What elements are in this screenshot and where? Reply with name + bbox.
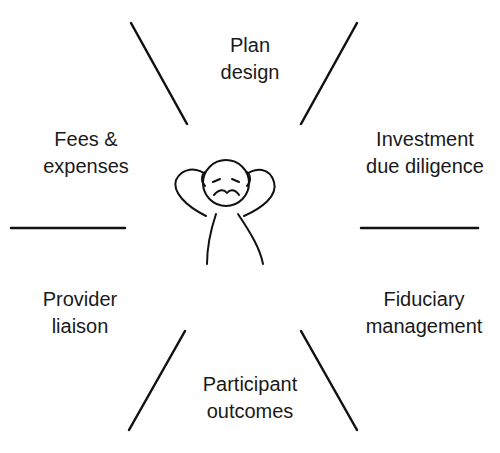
category-label: Fiduciary management (361, 286, 487, 340)
figure-body (207, 214, 216, 264)
category-label: Participant outcomes (194, 371, 306, 425)
divider-line (11, 227, 125, 230)
worried-figure (175, 160, 274, 264)
category-label: Provider liaison (34, 286, 126, 340)
category-label: Fees & expenses (38, 126, 134, 180)
divider-line (361, 227, 478, 230)
divider-line (301, 23, 357, 124)
figure-hand (202, 172, 205, 186)
category-label: Investment due diligence (362, 126, 488, 180)
figure-head (203, 160, 249, 206)
category-label: Plan design (214, 32, 286, 86)
divider-line (129, 331, 185, 430)
figure-eye (213, 179, 220, 182)
divider-line (131, 23, 187, 124)
divider-line (301, 331, 357, 430)
figure-eye (232, 179, 239, 182)
figure-body (238, 214, 263, 264)
figure-mouth (214, 190, 239, 195)
figure-hand (247, 172, 250, 186)
figure-arm (175, 170, 208, 216)
